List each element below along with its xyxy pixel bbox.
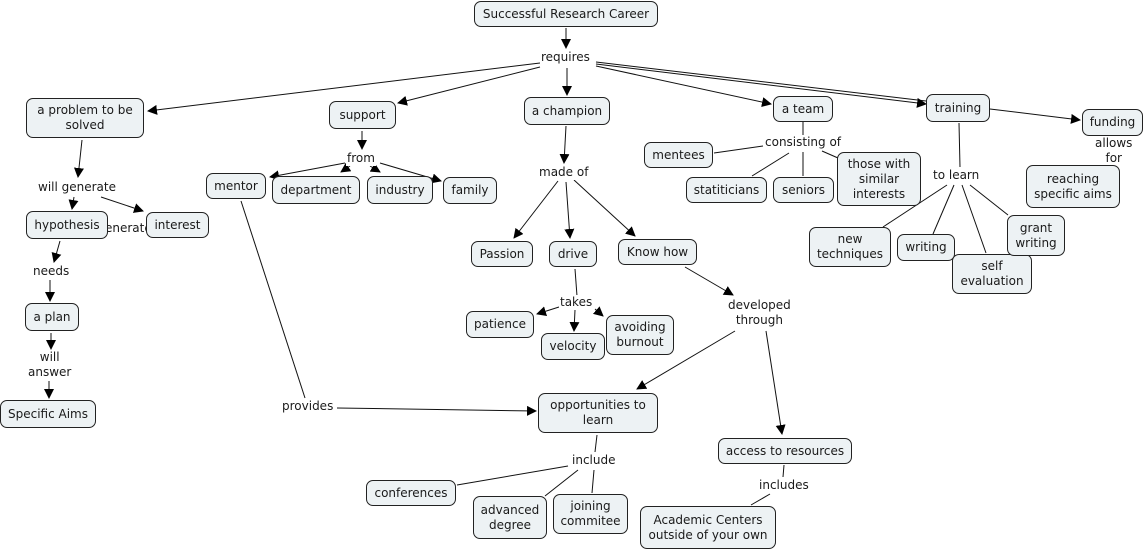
- edge-consisting-similar: [821, 150, 839, 159]
- edge-drive-takes: [574, 268, 578, 297]
- node-opportunities[interactable]: opportunities to learn: [538, 393, 658, 433]
- node-champion[interactable]: a champion: [524, 97, 610, 125]
- link-label-requires: requires: [540, 50, 591, 65]
- node-industry[interactable]: industry: [367, 176, 433, 204]
- node-writing[interactable]: writing: [897, 234, 955, 261]
- edge-requires-problem: [147, 62, 541, 115]
- link-label-generate-overlap: enerate: [105, 221, 152, 235]
- node-avoiding-burnout[interactable]: avoiding burnout: [606, 315, 674, 355]
- edge-hypothesis-needs: [51, 240, 62, 263]
- edge-include-joining: [591, 469, 595, 494]
- link-label-takes: takes: [559, 295, 594, 310]
- edge-opportunities-include: [594, 434, 598, 453]
- link-label-to-learn: to learn: [932, 168, 981, 183]
- edge-consisting-statisticians: [751, 152, 790, 177]
- node-training[interactable]: training: [926, 94, 990, 122]
- edge-include-advanced: [544, 469, 579, 497]
- edge-access-includes: [782, 464, 785, 478]
- edge-developed-opportunities: [636, 330, 736, 390]
- link-label-will-answer: will answer: [27, 350, 73, 380]
- node-mentees[interactable]: mentees: [644, 142, 713, 168]
- node-drive[interactable]: drive: [549, 241, 597, 267]
- node-patience[interactable]: patience: [466, 311, 534, 338]
- node-problem[interactable]: a problem to be solved: [26, 98, 144, 138]
- node-similar-interests[interactable]: those with similar interests: [837, 152, 921, 206]
- link-label-from: from: [346, 151, 376, 166]
- edge-takes-avoiding: [592, 306, 604, 317]
- edge-willgenerate-hypothesis: [68, 196, 79, 210]
- node-joining-committee[interactable]: joining commitee: [553, 494, 628, 534]
- node-statisticians[interactable]: statiticians: [686, 177, 767, 203]
- link-label-will-generate: will generate: [37, 180, 117, 195]
- edge-requires-support: [397, 66, 541, 106]
- edge-requires-training-b: [595, 63, 927, 108]
- edge-willgenerate-interest: [100, 196, 144, 213]
- edge-takes-patience: [536, 306, 560, 317]
- node-new-techniques[interactable]: new techniques: [809, 227, 891, 267]
- edge-requires-training-a: [595, 61, 927, 102]
- edge-from-mentor: [269, 162, 346, 181]
- edge-problem-willgenerate: [73, 139, 84, 178]
- node-velocity[interactable]: velocity: [541, 333, 605, 360]
- node-seniors[interactable]: seniors: [773, 177, 834, 203]
- edge-tolearn-writing: [932, 184, 955, 235]
- edge-mentor-provides: [240, 200, 306, 399]
- edge-include-conferences: [456, 465, 569, 486]
- edge-tolearn-newtech: [882, 184, 948, 228]
- edge-from-department: [340, 162, 352, 173]
- node-advanced-degree[interactable]: advanced degree: [473, 496, 547, 539]
- link-label-includes: includes: [758, 478, 810, 493]
- edge-knowhow-developed: [684, 266, 734, 296]
- edge-tolearn-selfeval: [961, 184, 987, 254]
- node-reaching-aims[interactable]: reaching specific aims: [1026, 165, 1120, 208]
- edge-training-funding: [989, 108, 1081, 124]
- node-specific-aims[interactable]: Specific Aims: [0, 400, 96, 428]
- edge-developed-access: [765, 330, 786, 435]
- node-self-evaluation[interactable]: self evaluation: [952, 254, 1032, 294]
- link-label-provides: provides: [281, 399, 335, 414]
- node-interest[interactable]: interest: [146, 212, 209, 238]
- node-department[interactable]: department: [272, 176, 360, 204]
- node-access-resources[interactable]: access to resources: [718, 438, 852, 464]
- link-label-needs: needs: [32, 264, 71, 279]
- edge-madeof-knowhow: [573, 179, 636, 237]
- edge-provides-opportunities: [336, 405, 537, 416]
- node-family[interactable]: family: [443, 177, 497, 204]
- node-academic-centers[interactable]: Academic Centers outside of your own: [640, 506, 776, 549]
- edge-from-industry: [369, 163, 381, 173]
- node-team[interactable]: a team: [773, 96, 833, 122]
- node-conferences[interactable]: conferences: [366, 480, 456, 506]
- node-root[interactable]: Successful Research Career: [474, 1, 658, 27]
- edge-consisting-mentees: [713, 145, 764, 154]
- node-funding[interactable]: funding: [1082, 109, 1143, 136]
- edge-training-tolearn: [958, 122, 961, 168]
- link-label-allows-for: allows for: [1094, 136, 1134, 166]
- edge-requires-team: [595, 65, 772, 107]
- node-plan[interactable]: a plan: [25, 303, 79, 331]
- link-label-developed-through: developed through: [727, 298, 792, 328]
- node-grant-writing[interactable]: grant writing: [1007, 215, 1065, 256]
- node-passion[interactable]: Passion: [471, 241, 533, 267]
- link-label-include: include: [571, 453, 617, 468]
- node-support[interactable]: support: [329, 101, 396, 129]
- node-hypothesis[interactable]: hypothesis: [26, 211, 108, 239]
- link-label-made-of: made of: [538, 165, 590, 180]
- edge-madeof-passion: [513, 180, 559, 239]
- edge-takes-velocity: [569, 309, 580, 332]
- edge-champion-madeof: [559, 125, 570, 164]
- edge-madeof-drive: [564, 181, 575, 239]
- edge-includes-academic: [750, 493, 771, 506]
- link-label-consisting-of: consisting of: [764, 135, 843, 150]
- edge-tolearn-grant: [969, 184, 1009, 216]
- node-mentor[interactable]: mentor: [206, 173, 266, 199]
- node-know-how[interactable]: Know how: [618, 239, 697, 265]
